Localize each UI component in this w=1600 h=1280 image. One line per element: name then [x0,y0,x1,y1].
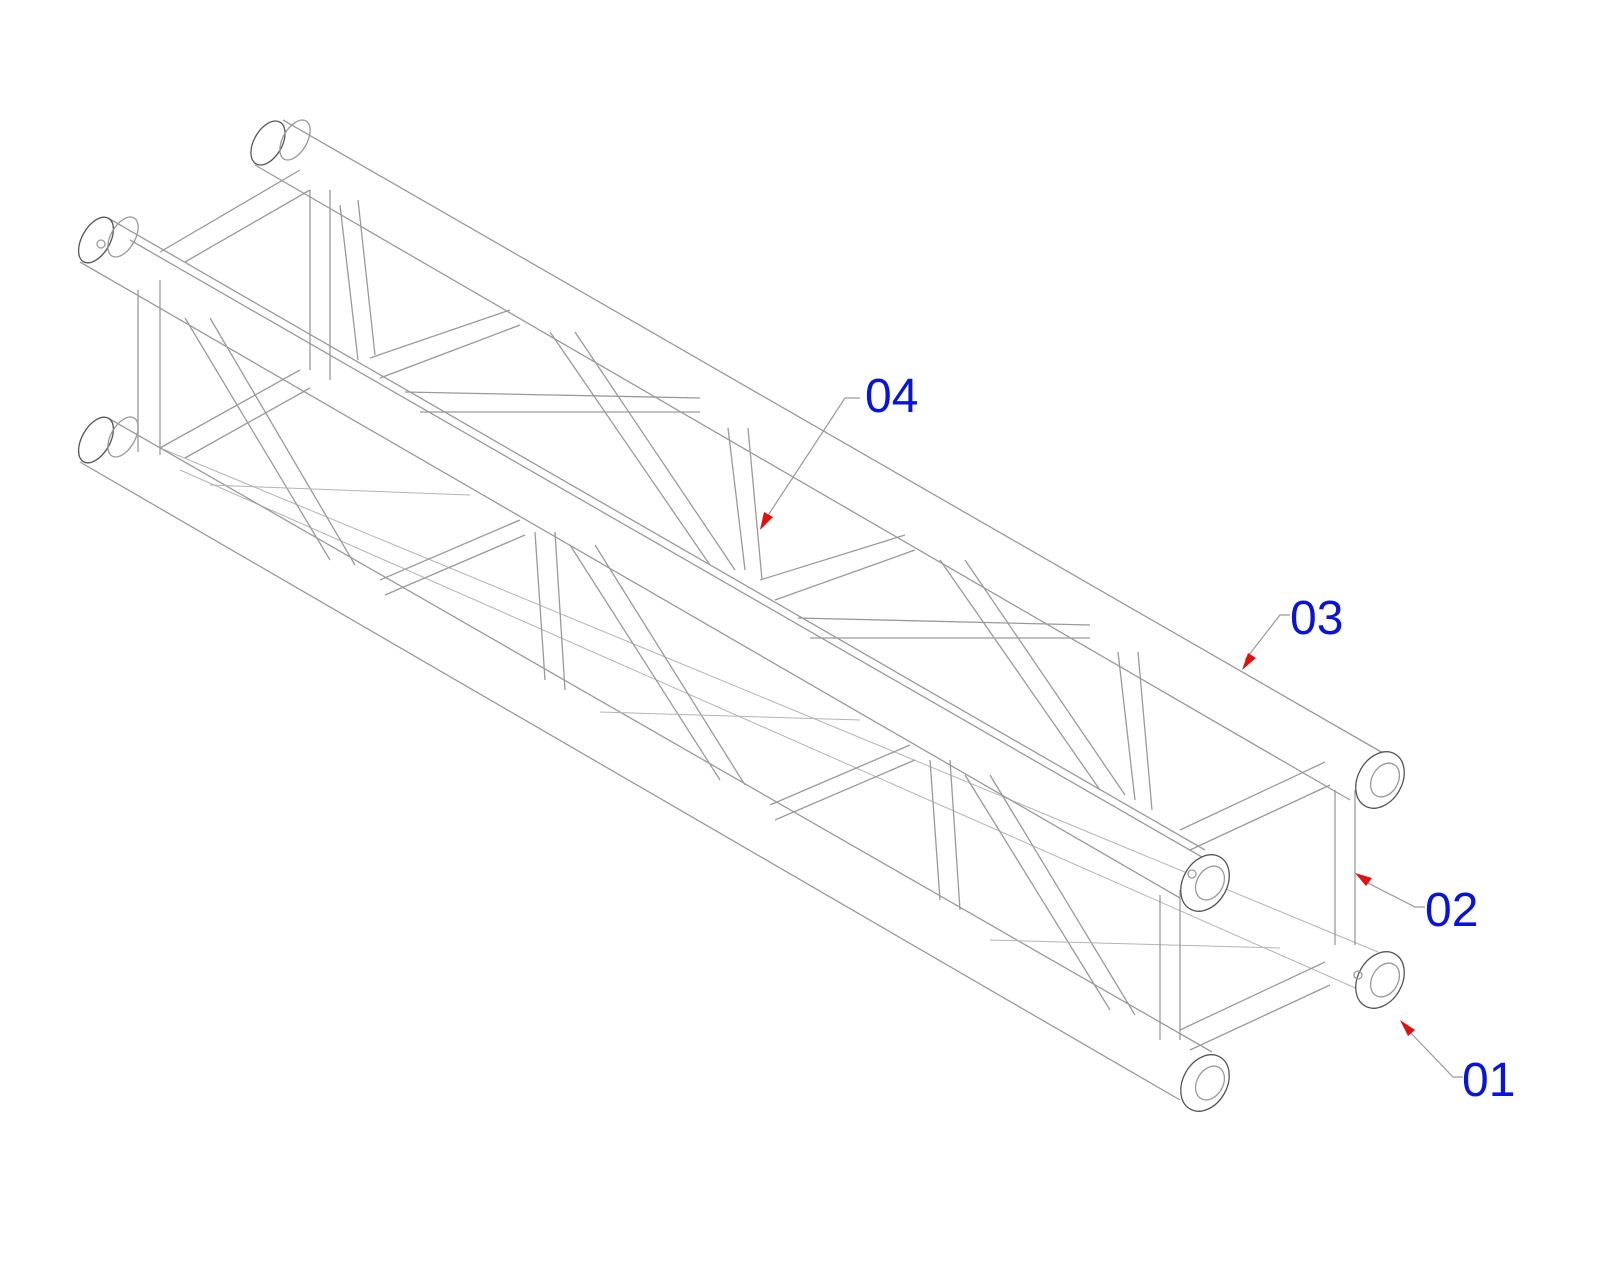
arrow-04 [760,512,773,530]
callout-label-01: 01 [1462,1054,1515,1107]
arrow-03 [1242,653,1256,670]
end-caps [1180,751,1405,1112]
bracing [137,169,1356,1051]
callout-03: 03 [1242,592,1343,670]
chord-back-top [250,119,1391,801]
callout-label-03: 03 [1290,592,1343,645]
arrow-02 [1355,873,1372,886]
callout-02: 02 [1355,873,1478,937]
callout-label-02: 02 [1425,884,1478,937]
callout-04: 04 [760,370,918,530]
chord-front-bottom [77,416,1213,1101]
chord-front-top [77,216,1229,899]
chord-back-bottom [159,447,1379,991]
callout-01: 01 [1400,1020,1515,1107]
arrow-01 [1400,1020,1415,1036]
callout-label-04: 04 [865,370,918,423]
